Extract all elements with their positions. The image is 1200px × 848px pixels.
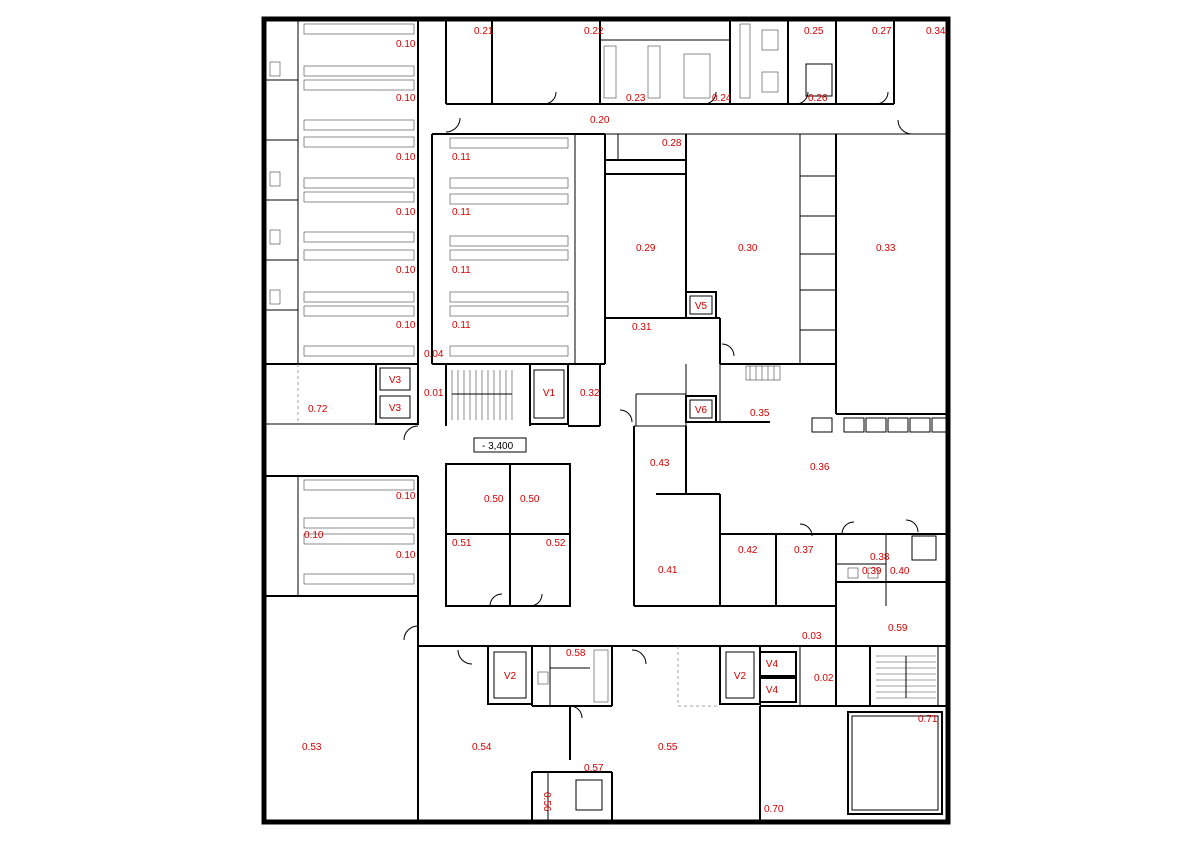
rooms-059-003-002 (835, 606, 948, 707)
elevation-box (473, 437, 527, 453)
lift-label: V3 (389, 403, 402, 414)
lift-v6-area (685, 364, 781, 423)
room-label: 0.10 (396, 550, 416, 561)
room-label: 0.30 (738, 243, 758, 254)
room-label: 0.36 (810, 462, 830, 473)
room-label: 0.42 (738, 545, 758, 556)
room-label: 0.01 (424, 388, 444, 399)
room-label: 0.31 (632, 322, 652, 333)
room-label: 0.28 (662, 138, 682, 149)
core-left (375, 363, 601, 427)
room-label: 0.23 (626, 93, 646, 104)
room-label: 0.11 (452, 320, 471, 331)
room-label: 0.10 (304, 530, 324, 541)
lift-label: V4 (766, 685, 779, 696)
room-036-cells (811, 417, 947, 433)
room-label: 0.02 (814, 673, 834, 684)
room-label: 0.10 (396, 152, 416, 163)
room-label: 0.03 (802, 631, 822, 642)
room-label: 0.54 (472, 742, 492, 753)
lift-labels: V3 V3 V1 V5 V6 V2 V2 V4 V4 (389, 301, 779, 696)
room-label: 0.10 (396, 39, 416, 50)
room-label: 0.27 (872, 26, 892, 37)
core-v2-right (719, 645, 801, 706)
lift-label: V5 (695, 301, 708, 312)
stair-right (876, 655, 936, 699)
room-label: 0.33 (876, 243, 896, 254)
room-label: 0.52 (546, 538, 566, 549)
room-label: 0.21 (474, 26, 494, 37)
elevation-label: - 3,400 (482, 441, 514, 452)
room-label: 0.04 (424, 349, 444, 360)
room-071-pit (847, 711, 943, 815)
room-label: 0.10 (396, 265, 416, 276)
rooms-037-042 (720, 533, 948, 606)
room-label: 0.35 (750, 408, 770, 419)
room-label: 0.10 (396, 93, 416, 104)
room-label: 0.25 (804, 26, 824, 37)
rooms-lower (417, 596, 836, 822)
top-rooms (445, 19, 895, 105)
lift-label: V6 (695, 405, 708, 416)
room-label: 0.57 (584, 763, 604, 774)
room-label: 0.10 (396, 207, 416, 218)
room-072-walls (264, 364, 376, 425)
lift-label: V3 (389, 375, 402, 386)
room-label: 0.50 (520, 494, 540, 505)
room-label: 0.10 (396, 320, 416, 331)
room-label: 0.20 (590, 115, 610, 126)
room-label: 0.34 (926, 26, 946, 37)
outer-wall (261, 16, 951, 825)
rooms-050-052 (445, 463, 571, 607)
rooms-043-041 (633, 364, 836, 607)
room-label: 0.70 (764, 804, 784, 815)
room-label: 0.10 (396, 491, 416, 502)
archive-block-lower-left (264, 475, 419, 597)
room-label: 0.38 (870, 552, 890, 563)
lift-label: V1 (543, 388, 556, 399)
corridor-upper (460, 133, 948, 161)
room-label: 0.32 (580, 388, 600, 399)
room-label: 0.11 (452, 265, 471, 276)
room-label: 0.51 (452, 538, 472, 549)
room-label: 0.11 (452, 207, 471, 218)
room-label: 0.22 (584, 26, 604, 37)
room-label: 0.29 (636, 243, 656, 254)
lift-label: V4 (766, 659, 779, 670)
room-label: 0.24 (712, 93, 732, 104)
rooms-029-030-033 (605, 134, 948, 415)
lift-v5-shaft (685, 291, 717, 319)
room-label: 0.71 (918, 714, 938, 725)
room-label: 0.26 (808, 93, 828, 104)
lift-label: V2 (504, 671, 517, 682)
room-label: 0.11 (452, 152, 471, 163)
room-label: 0.50 (484, 494, 504, 505)
lift-label: V2 (734, 671, 747, 682)
room-label: 0.58 (566, 648, 586, 659)
room-label: 0.56 (541, 792, 552, 812)
room-labels: 0.10 0.10 0.10 0.10 0.10 0.10 0.10 0.10 … (302, 26, 946, 815)
room-label: 0.55 (658, 742, 678, 753)
room-label: 0.72 (308, 404, 328, 415)
room-label: 0.53 (302, 742, 322, 753)
room-label: 0.39 (862, 566, 882, 577)
door-swings (403, 91, 919, 719)
room-label: 0.43 (650, 458, 670, 469)
room-label: 0.37 (794, 545, 814, 556)
archive-block-upper-left (264, 19, 419, 365)
room-label: 0.40 (890, 566, 910, 577)
room-label: 0.41 (658, 565, 678, 576)
stair-left (451, 370, 513, 420)
rooms-056-057 (531, 771, 613, 822)
room-label: 0.59 (888, 623, 908, 634)
